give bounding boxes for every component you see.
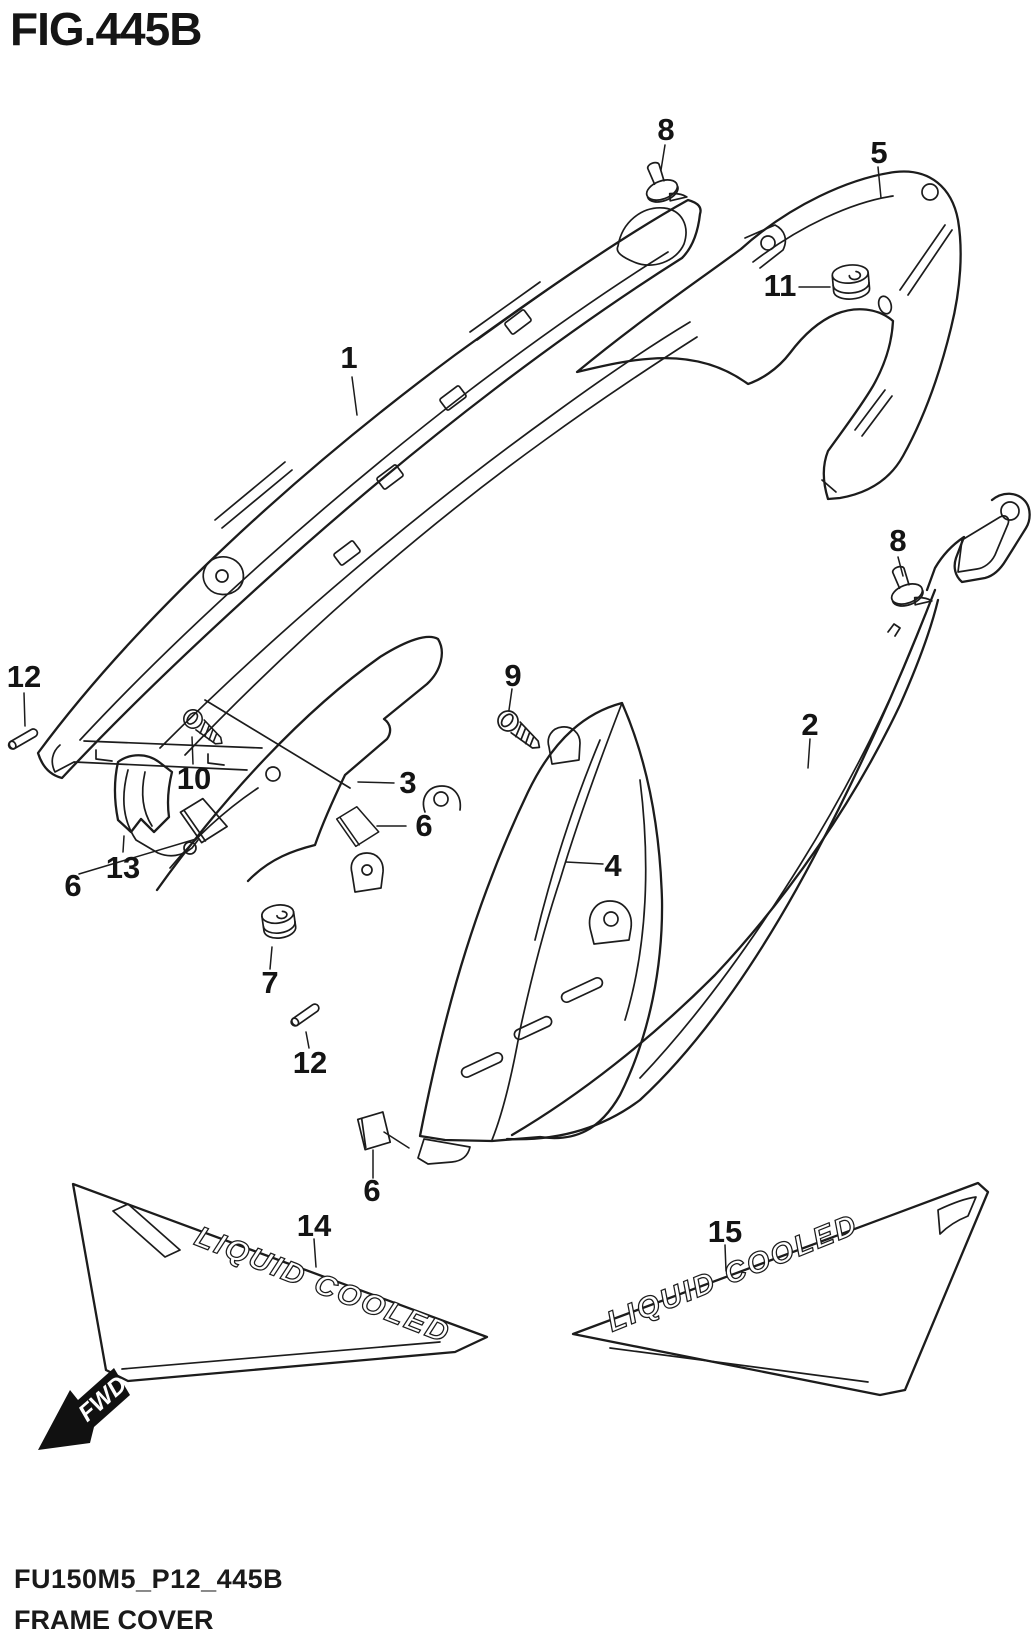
callout-5: 5 bbox=[870, 135, 887, 170]
part-5-frame-cover-rear bbox=[575, 170, 962, 501]
fwd-arrow-shape bbox=[38, 1368, 130, 1450]
part-9-screw bbox=[497, 710, 541, 749]
callout-labels: 1 2 3 4 5 6 6 6 7 8 8 9 10 11 12 12 13 1… bbox=[7, 112, 907, 1249]
figure-title: FIG.445B bbox=[10, 3, 202, 55]
figure-code: FU150M5_P12_445B bbox=[14, 1564, 284, 1594]
callout-6-center: 6 bbox=[415, 808, 432, 843]
callout-6-left: 6 bbox=[64, 868, 81, 903]
callout-6-bottom: 6 bbox=[363, 1173, 380, 1208]
part-8-clip-top bbox=[645, 161, 688, 203]
callout-12-center: 12 bbox=[293, 1045, 327, 1080]
callout-3: 3 bbox=[399, 765, 416, 800]
callout-8-right: 8 bbox=[889, 523, 906, 558]
callout-11: 11 bbox=[764, 268, 797, 303]
callout-9: 9 bbox=[504, 658, 521, 693]
callout-12-top: 12 bbox=[7, 659, 41, 694]
callout-15: 15 bbox=[708, 1214, 742, 1249]
part-8-clip-right bbox=[890, 565, 933, 607]
part-12-pin-center bbox=[290, 1003, 320, 1027]
part-4-frame-cover-center bbox=[350, 701, 664, 1165]
part-15-decal-liquid-cooled-right: LIQUID COOLED bbox=[571, 1181, 990, 1397]
part-3-cover-inner bbox=[155, 635, 443, 892]
callout-2: 2 bbox=[801, 707, 818, 742]
callout-10: 10 bbox=[177, 761, 211, 796]
callout-7: 7 bbox=[261, 965, 278, 1000]
part-2-frame-cover-right bbox=[505, 492, 1031, 1141]
callout-14: 14 bbox=[297, 1208, 332, 1243]
part-1-tabs bbox=[333, 309, 532, 566]
figure-footer: FU150M5_P12_445B FRAME COVER bbox=[14, 1564, 283, 1636]
part-6-pad-center bbox=[335, 805, 380, 848]
part-4-slots bbox=[460, 976, 604, 1079]
part-6-pad-left bbox=[179, 797, 228, 844]
part-6-pad-bottom bbox=[356, 1111, 392, 1151]
callout-1: 1 bbox=[340, 340, 357, 375]
part-7-grommet bbox=[261, 904, 297, 939]
part-13-bracket bbox=[113, 754, 174, 834]
figure-caption: FRAME COVER bbox=[14, 1605, 214, 1635]
part-11-grommet bbox=[831, 264, 871, 300]
fwd-arrow: FWD bbox=[38, 1368, 132, 1450]
leader-lines bbox=[23, 144, 904, 1272]
callout-4: 4 bbox=[604, 848, 622, 883]
part-1-frame-cover-left bbox=[36, 198, 702, 857]
part-10-screw bbox=[183, 709, 223, 745]
part-14-decal-liquid-cooled-left: LIQUID COOLED bbox=[71, 1182, 489, 1383]
callout-13: 13 bbox=[106, 850, 140, 885]
part-12-pin-left bbox=[7, 728, 39, 750]
callout-8-top: 8 bbox=[657, 112, 674, 147]
